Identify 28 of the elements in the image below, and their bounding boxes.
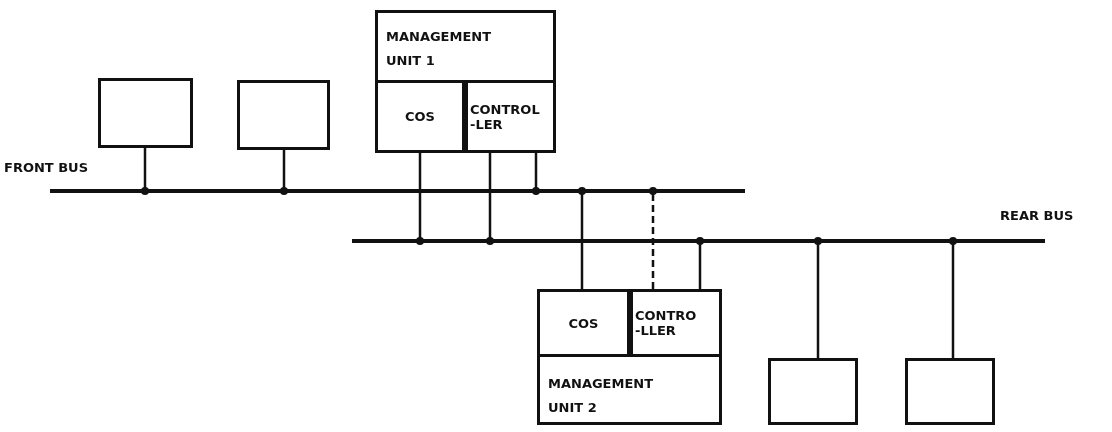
bus-connection bbox=[578, 187, 586, 289]
unit-label: MANAGEMENT UNIT 1 bbox=[386, 29, 492, 68]
unit-box bbox=[537, 289, 722, 425]
bus-connection bbox=[141, 148, 149, 195]
unit-label: MANAGEMENT UNIT 2 bbox=[548, 376, 654, 415]
module-label: COS bbox=[568, 315, 599, 331]
module-box bbox=[465, 80, 556, 153]
module-box bbox=[537, 289, 630, 357]
module-box bbox=[630, 289, 722, 357]
module-label: CONTRO -LLER bbox=[635, 308, 698, 338]
bus-connection bbox=[649, 187, 657, 289]
device-box bbox=[905, 358, 995, 425]
bus-connection bbox=[280, 150, 288, 195]
bus-connection bbox=[486, 153, 494, 245]
bus-connection bbox=[416, 153, 424, 245]
module-label: CONTROL -LER bbox=[470, 101, 541, 132]
bus-connection bbox=[814, 237, 822, 358]
bus-connection bbox=[696, 237, 704, 289]
bus-label: FRONT BUS bbox=[4, 160, 89, 175]
bus-connection bbox=[949, 237, 957, 358]
module-label: COS bbox=[405, 109, 435, 124]
device-box bbox=[768, 358, 858, 425]
device-box bbox=[237, 80, 330, 150]
unit-box bbox=[375, 10, 556, 153]
bus-label: REAR BUS bbox=[1000, 208, 1074, 223]
device-box bbox=[98, 78, 193, 148]
module-box bbox=[375, 80, 465, 153]
bus-connection bbox=[532, 153, 540, 195]
